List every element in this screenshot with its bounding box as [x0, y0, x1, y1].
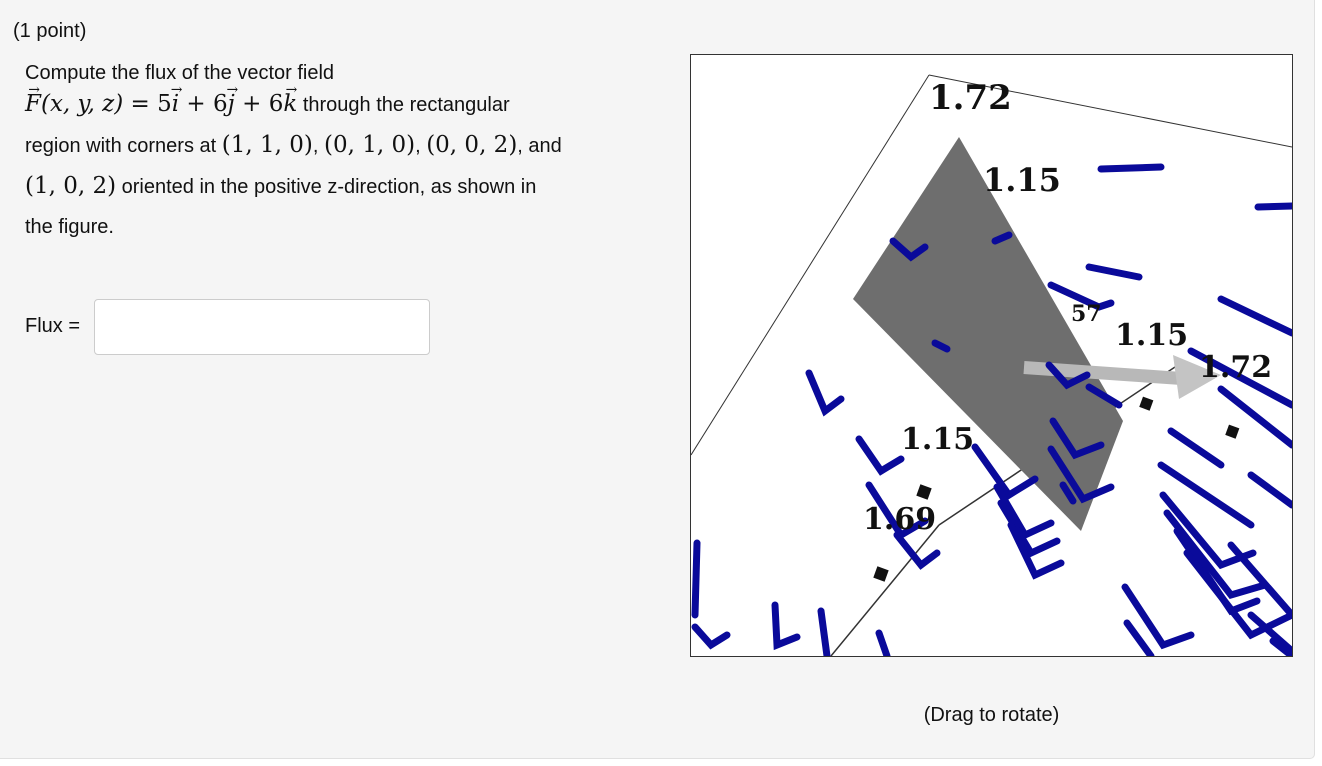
problem-line-corners: region with corners at (1, 1, 0), (0, 1,…: [25, 129, 665, 170]
field-name: F: [25, 88, 41, 120]
field-arrow: [1163, 509, 1269, 600]
field-arrow: [1247, 471, 1292, 509]
field-arrow: [1049, 417, 1105, 460]
field-arrow: [1247, 611, 1292, 655]
field-arrow: [993, 483, 1055, 540]
problem-intro: Compute the flux of the vector field: [25, 62, 335, 84]
box-edge-top: [928, 74, 1292, 148]
points-label: (1 point): [13, 20, 87, 42]
field-arrow: [1254, 202, 1292, 211]
axis-ticks: [873, 396, 1240, 582]
through-text: through the rectangular: [297, 94, 510, 116]
field-arrow: [691, 623, 731, 650]
vector-field-formula: F(x, y, z) = 5i + 6j + 6k: [25, 91, 297, 117]
field-arrow: [931, 339, 951, 353]
orientation-text: oriented in the positive z-direction, as…: [116, 176, 537, 198]
axis-label: 1.15: [1115, 318, 1188, 353]
field-arrow: [1047, 281, 1115, 311]
problem-statement: Compute the flux of the vector field F(x…: [25, 58, 665, 252]
axis-line: [830, 524, 940, 656]
field-arrow: [691, 539, 701, 619]
corner-4: (1, 0, 2): [25, 173, 117, 199]
field-arrow: [1085, 263, 1143, 281]
problem-line-end: the figure.: [25, 216, 114, 238]
field-arrow: [1121, 583, 1195, 650]
plus-1: +: [179, 91, 213, 117]
field-arrow: [771, 601, 801, 651]
field-arrow: [991, 231, 1013, 245]
axis-label: 57: [1071, 301, 1102, 327]
field-arrow: [817, 607, 831, 656]
unit-i: i: [172, 88, 179, 120]
figure-canvas[interactable]: 1.72 1.15 1.15 1.72 1.15 1.69 57: [691, 55, 1292, 656]
problem-line-field: F(x, y, z) = 5i + 6j + 6k through the re…: [25, 88, 665, 129]
field-arrow: [1173, 527, 1261, 616]
corner-sep-1: ,: [312, 135, 324, 157]
axis-label-group: 1.72 1.15 1.15 1.72 1.15 1.69 57: [863, 78, 1272, 537]
corner-sep-2: ,: [415, 135, 427, 157]
field-arrow: [1217, 295, 1292, 337]
field-arrow: [1217, 385, 1292, 449]
field-arrow: [855, 435, 905, 476]
field-arrows: [691, 163, 1292, 656]
field-arrow: [1047, 445, 1115, 504]
field-arrow: [1123, 619, 1155, 656]
field-arrow: [1085, 383, 1123, 409]
unit-k: k: [283, 88, 297, 120]
and-text: , and: [517, 135, 562, 157]
corner-1: (1, 1, 0): [221, 132, 313, 158]
coef-i: 5: [157, 91, 172, 117]
field-arrow: [1269, 637, 1292, 656]
problem-line-orientation: (1, 0, 2) oriented in the positive z-dir…: [25, 170, 665, 211]
field-arrow: [1227, 541, 1292, 619]
plus-2: +: [234, 91, 269, 117]
axis-label: 1.15: [901, 422, 974, 457]
field-arrow: [875, 629, 891, 656]
axis-label: 1.15: [983, 161, 1061, 199]
field-arrow: [1097, 163, 1165, 173]
flux-surface: [853, 137, 1123, 531]
field-arrow: [893, 531, 941, 570]
field-arrow: [805, 369, 845, 417]
field-args: (x, y, z) =: [40, 91, 158, 117]
drag-to-rotate-hint: (Drag to rotate): [923, 704, 1060, 726]
normal-arrow: [1023, 355, 1221, 399]
field-arrow: [1183, 549, 1292, 640]
field-arrow: [1157, 461, 1255, 529]
coef-j: 6: [213, 91, 228, 117]
vector-field-figure[interactable]: 1.72 1.15 1.15 1.72 1.15 1.69 57: [690, 54, 1293, 657]
box-edge-left: [691, 74, 930, 456]
flux-label: Flux =: [25, 315, 81, 337]
corner-2: (0, 1, 0): [323, 132, 416, 158]
field-arrow: [971, 443, 1039, 500]
field-arrow: [1167, 427, 1225, 469]
axis-label: 1.69: [863, 502, 936, 537]
flux-answer-input[interactable]: [94, 298, 431, 355]
field-arrow: [889, 237, 929, 262]
axis-label: 1.72: [929, 78, 1012, 118]
region-text: region with corners at: [25, 135, 222, 157]
axis-label: 1.72: [1199, 350, 1272, 385]
unit-j: j: [228, 88, 235, 120]
field-arrow: [1045, 361, 1091, 390]
field-arrow: [997, 499, 1061, 558]
coef-k: 6: [268, 91, 284, 117]
field-arrow: [1059, 481, 1077, 505]
field-arrow: [1007, 521, 1065, 580]
answer-row: Flux =: [25, 297, 431, 356]
field-arrow: [1187, 347, 1292, 409]
corner-3: (0, 0, 2): [426, 132, 518, 158]
